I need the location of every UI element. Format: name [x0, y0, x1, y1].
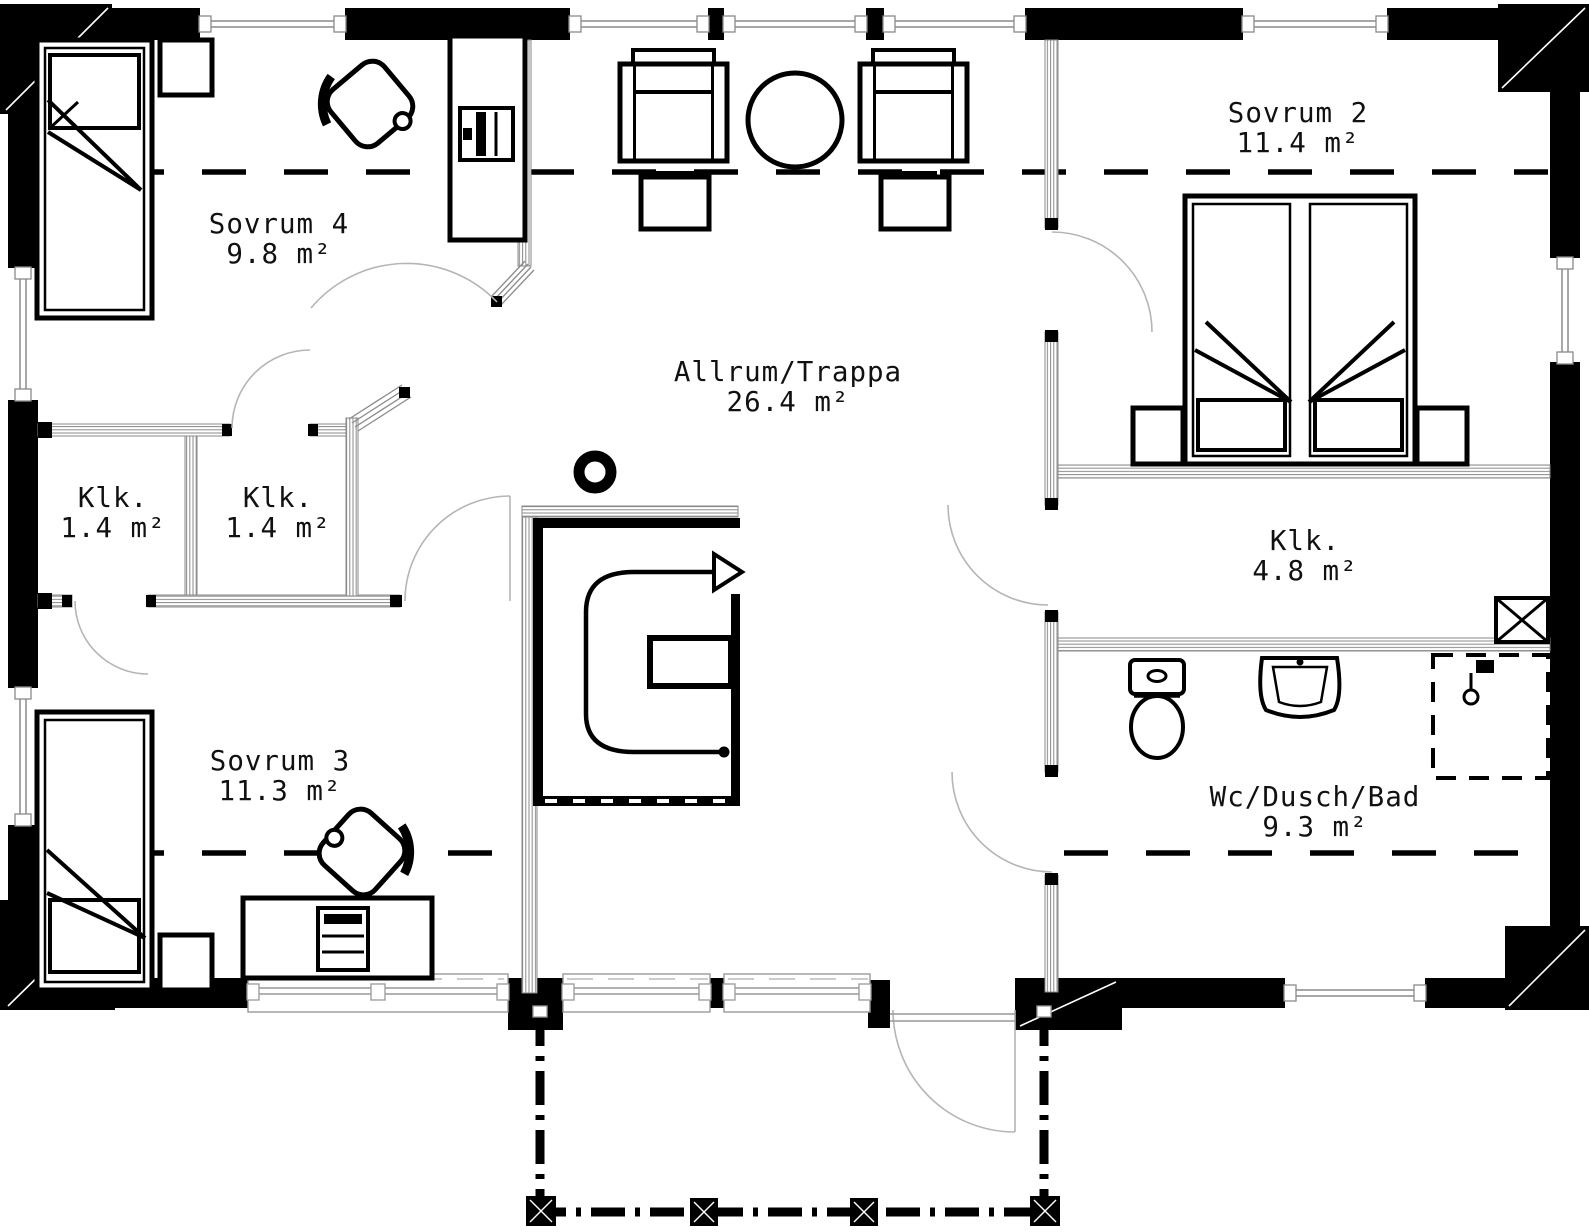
door-arc-sovrum4 [310, 262, 498, 309]
door-arc-sovrum2 [1051, 231, 1153, 333]
desk-chair-icon-sovrum4 [317, 58, 416, 150]
shower-icon [1431, 653, 1550, 780]
desk-icon-sovrum3 [240, 895, 435, 981]
stair-walk-start-dot [718, 746, 730, 758]
door-arc-klk-left-2 [231, 349, 311, 429]
door-arc-bathroom [951, 771, 1053, 873]
window-bottom-hall-2 [722, 973, 872, 1013]
wall-junction-posts [38, 218, 1058, 885]
window-top-band-2 [722, 8, 868, 40]
stair-arrow-icon [712, 550, 746, 594]
door-swing-arcs [74, 231, 1153, 1133]
single-bed-icon-sovrum3 [34, 709, 155, 993]
double-bed-icon-sovrum2 [1182, 193, 1418, 467]
footstool-icon-left [638, 171, 712, 232]
room-label-bathroom-name: Wc/Dusch/Bad [1210, 781, 1421, 813]
staircase [533, 518, 746, 806]
window-right-sovrum2 [1550, 256, 1580, 365]
desk-icon-sovrum4 [447, 33, 528, 243]
room-label-klk-left-1-area: 1.4 m² [60, 512, 165, 544]
chimney-icon [573, 450, 617, 494]
room-label-sovrum3-area: 11.3 m² [219, 775, 342, 807]
window-top-sovrum4 [198, 8, 347, 40]
room-labels: Sovrum 4 9.8 m² Sovrum 2 11.4 m² Allrum/… [60, 97, 1421, 843]
door-arc-klk-left-1 [74, 600, 149, 675]
nightstand-icon-sovrum3 [157, 932, 215, 993]
room-label-allrum-area: 26.4 m² [727, 386, 850, 418]
ceiling-height-dashed-lines [38, 169, 1548, 856]
door-arc-klk-right [947, 504, 1049, 606]
door-arc-sovrum3 [404, 495, 511, 602]
sink-icon [1258, 656, 1342, 719]
nightstand-icon-sovrum2-right [1414, 405, 1470, 467]
window-left-sovrum3 [8, 686, 38, 827]
single-bed-icon-sovrum4 [34, 37, 155, 321]
armchair-icon-left [617, 48, 730, 164]
nightstand-icon-sovrum2-left [1130, 405, 1186, 467]
window-top-band-3 [882, 8, 1027, 40]
stair-opening [647, 635, 734, 689]
window-left-sovrum4 [8, 266, 38, 402]
window-bottom-bathroom [1283, 978, 1427, 1008]
room-label-klk-left-2-area: 1.4 m² [225, 512, 330, 544]
diagonal-wall-sovrum4-door [348, 260, 535, 432]
room-label-sovrum4-area: 9.8 m² [226, 238, 331, 270]
stair-walk-line [583, 569, 724, 755]
footstool-icon-right [878, 171, 952, 232]
armchair-icon-right [857, 48, 970, 164]
door-arc-balcony [892, 1009, 1016, 1133]
room-label-klk-left-2-name: Klk. [243, 482, 313, 514]
room-label-sovrum4-name: Sovrum 4 [209, 208, 349, 240]
desk-chair-icon-sovrum3 [316, 806, 415, 898]
room-label-sovrum2-area: 11.4 m² [1237, 127, 1360, 159]
room-label-bathroom-area: 9.3 m² [1262, 811, 1367, 843]
room-label-sovrum2-name: Sovrum 2 [1228, 97, 1368, 129]
window-top-band-1 [568, 8, 710, 40]
room-label-klk-left-1-name: Klk. [78, 482, 148, 514]
room-label-sovrum3-name: Sovrum 3 [210, 745, 350, 777]
nightstand-icon-sovrum4 [157, 37, 215, 98]
window-top-sovrum2 [1241, 8, 1389, 40]
room-label-klk-right-area: 4.8 m² [1252, 555, 1357, 587]
vent-shaft-icon [1494, 596, 1550, 644]
toilet-icon [1128, 658, 1186, 760]
window-bottom-hall-1 [561, 973, 712, 1013]
room-label-klk-right-name: Klk. [1270, 525, 1340, 557]
balcony-railing [526, 1005, 1060, 1226]
round-table-icon [745, 70, 845, 170]
room-label-allrum-name: Allrum/Trappa [674, 356, 902, 388]
